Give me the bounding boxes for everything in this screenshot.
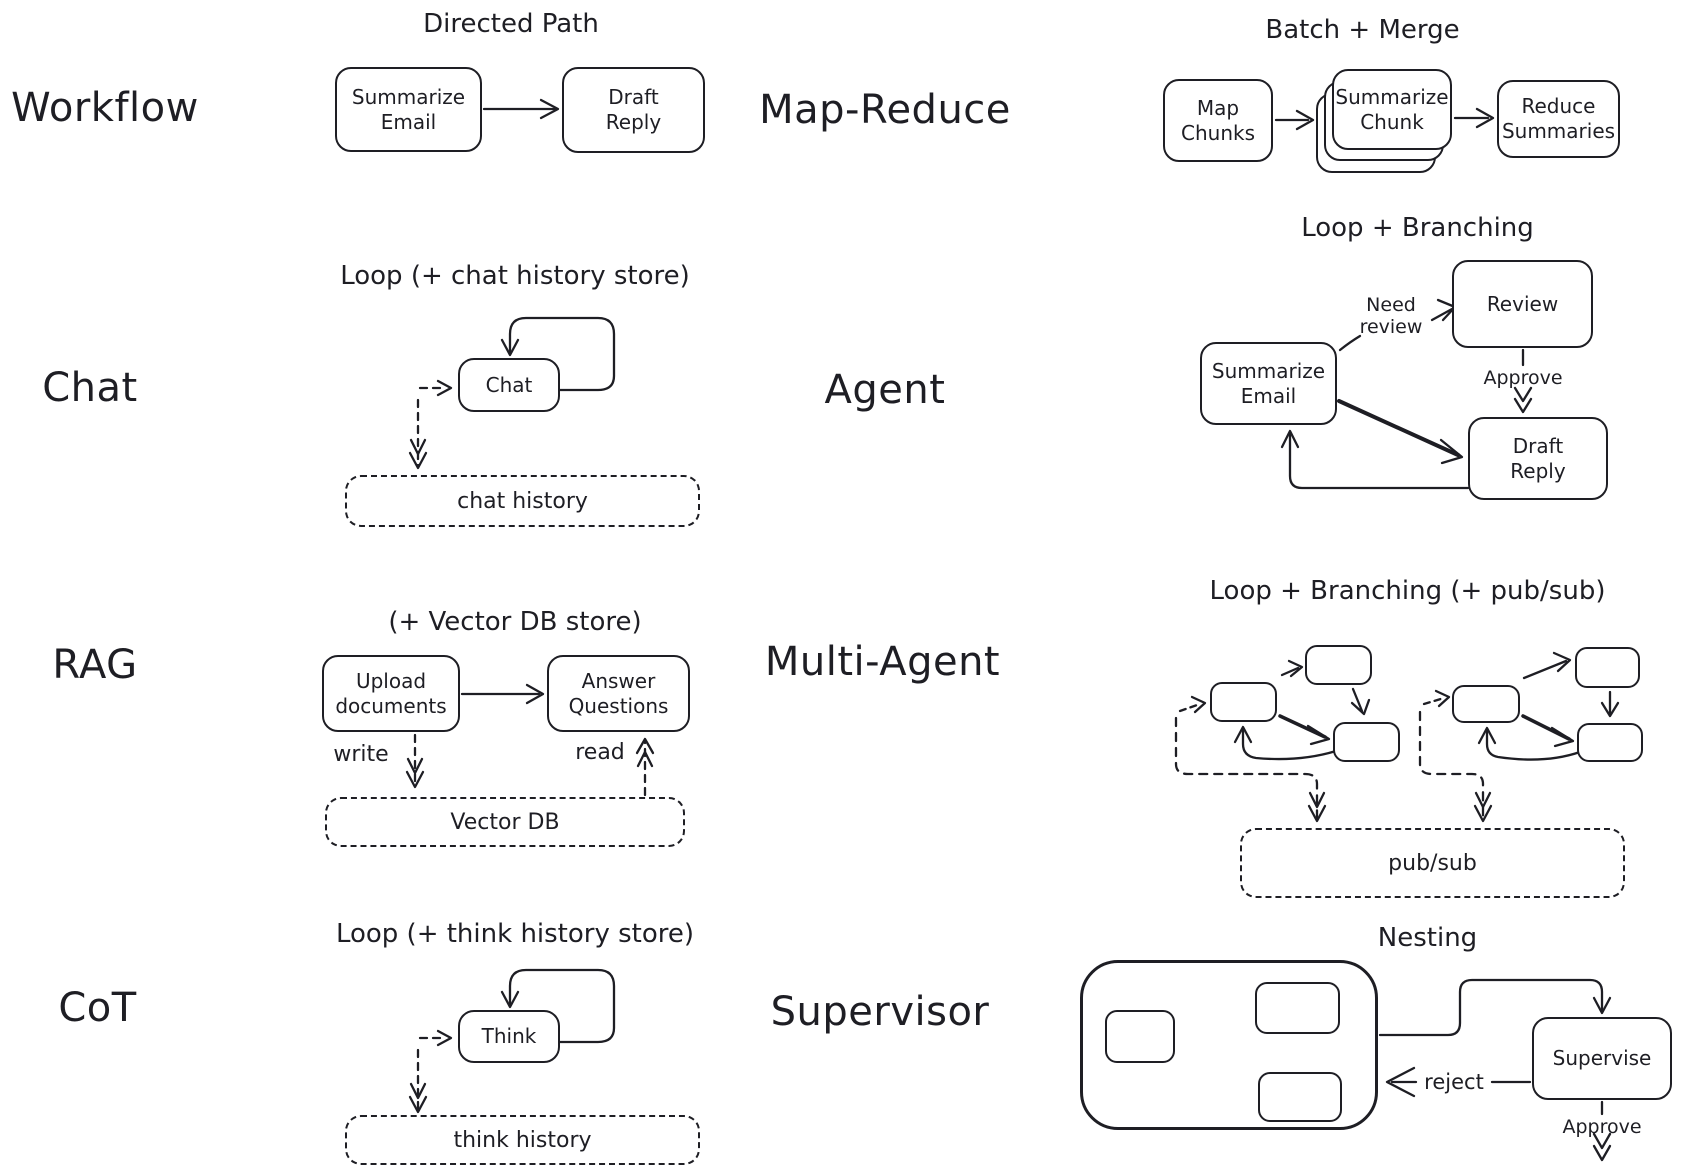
chat-input-dashed-arrow: [418, 379, 453, 397]
think-history-store: think history: [345, 1115, 700, 1165]
cot-input-dashed-arrow: [418, 1029, 453, 1047]
multi-agent-right-cluster-node-b: [1575, 647, 1640, 688]
agent-return-loop-arrow: [1280, 429, 1470, 490]
agent-node-review: Review: [1452, 260, 1593, 348]
section-subtitle-agent: Loop + Branching: [1301, 213, 1534, 243]
agent-draft-arrow: [1337, 399, 1464, 465]
section-label-cot: CoT: [58, 985, 137, 1031]
map-reduce-arrow-1: [1274, 109, 1315, 131]
section-subtitle-multi-agent: Loop + Branching (+ pub/sub): [1209, 576, 1606, 606]
multi-agent-left-cluster-node-c: [1333, 722, 1400, 762]
supervisor-node-supervise: Supervise: [1532, 1017, 1672, 1100]
section-subtitle-map-reduce: Batch + Merge: [1265, 15, 1460, 45]
rag-write-dashed-arrow: [405, 733, 425, 789]
rag-node-answer-questions: Answer Questions: [547, 655, 690, 732]
section-subtitle-supervisor: Nesting: [1377, 923, 1478, 953]
agent-edge-label-approve: Approve: [1483, 367, 1563, 390]
section-label-agent: Agent: [824, 367, 946, 413]
workflow-node-summarize-email: Summarize Email: [335, 67, 482, 152]
map-reduce-node-reduce-summaries: Reduce Summaries: [1497, 80, 1620, 158]
section-label-chat: Chat: [42, 365, 138, 411]
supervisor-inner-node-c: [1258, 1072, 1342, 1122]
multi-agent-right-cluster-node-a: [1452, 685, 1520, 723]
pub-sub-store: pub/sub: [1240, 828, 1625, 898]
agent-edge-label-need-review: Need review: [1359, 294, 1423, 338]
rag-main-arrow: [460, 683, 545, 705]
section-subtitle-workflow: Directed Path: [423, 9, 599, 39]
supervisor-inner-node-b: [1255, 982, 1340, 1034]
map-reduce-arrow-2: [1453, 107, 1495, 129]
section-label-multi-agent: Multi-Agent: [764, 639, 1001, 685]
supervisor-edge-label-approve: Approve: [1562, 1116, 1642, 1139]
agent-node-draft-reply: Draft Reply: [1468, 417, 1608, 500]
chat-history-dashed-arrow: [408, 398, 428, 470]
map-reduce-node-map-chunks: Map Chunks: [1163, 79, 1273, 162]
supervisor-inner-node-a: [1105, 1010, 1175, 1063]
section-label-workflow: Workflow: [11, 85, 199, 131]
section-label-rag: RAG: [52, 642, 138, 688]
workflow-node-draft-reply: Draft Reply: [562, 67, 705, 153]
rag-edge-label-read: read: [575, 740, 625, 766]
multi-agent-right-cluster-node-c: [1577, 723, 1643, 762]
chat-node-chat: Chat: [458, 358, 560, 412]
agent-node-summarize-email: Summarize Email: [1200, 342, 1337, 425]
multi-agent-left-cluster-node-b: [1305, 645, 1372, 685]
section-label-map-reduce: Map-Reduce: [759, 87, 1011, 133]
workflow-arrow: [482, 98, 560, 120]
rag-edge-label-write: write: [333, 742, 389, 768]
section-subtitle-rag: (+ Vector DB store): [388, 607, 642, 637]
section-subtitle-chat: Loop (+ chat history store): [340, 261, 690, 291]
section-subtitle-cot: Loop (+ think history store): [335, 919, 695, 949]
supervisor-edge-label-reject: reject: [1424, 1069, 1484, 1094]
multi-agent-left-cluster-node-a: [1210, 682, 1277, 722]
cot-history-dashed-arrow: [408, 1048, 428, 1114]
chat-history-store: chat history: [345, 475, 700, 527]
rag-node-upload-documents: Upload documents: [322, 655, 460, 732]
rag-read-dashed-arrow: [635, 737, 655, 797]
section-label-supervisor: Supervisor: [770, 989, 990, 1035]
cot-node-think: Think: [458, 1010, 560, 1063]
map-reduce-node-summarize-chunk: Summarize Chunk: [1332, 69, 1452, 150]
vector-db-store: Vector DB: [325, 797, 685, 847]
